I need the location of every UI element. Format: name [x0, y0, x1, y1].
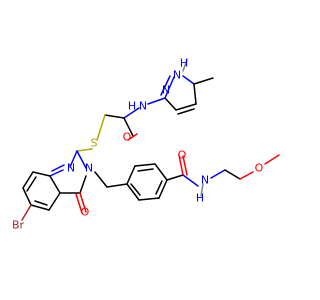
bond: [182, 155, 188, 176]
bond: [127, 133, 138, 141]
bond: [166, 174, 184, 181]
bond: [126, 165, 136, 185]
atom-n-quinazoline-1: N: [67, 162, 75, 175]
bond: [130, 183, 141, 196]
bond: [94, 171, 108, 188]
atom-n-amide-right: N: [201, 174, 209, 187]
bond: [106, 183, 128, 188]
bond: [164, 76, 175, 99]
bond: [123, 107, 140, 119]
atom-n-pyrazole-nh: N: [173, 69, 181, 82]
bond: [178, 154, 184, 176]
atom-n-quinazoline-3: N: [85, 162, 93, 175]
bond: [134, 163, 156, 167]
bonds: [21, 59, 280, 221]
bond: [26, 176, 37, 192]
bond: [137, 168, 154, 172]
bond: [200, 183, 204, 197]
bond: [123, 117, 134, 137]
bond: [104, 114, 125, 119]
bond: [126, 183, 140, 201]
bond: [239, 171, 254, 180]
bond: [30, 204, 50, 211]
bond: [155, 180, 163, 195]
bond: [22, 171, 34, 189]
atom-o-amide-right: O: [178, 149, 187, 162]
atom-s-thioether: S: [91, 137, 98, 150]
bond: [49, 169, 64, 177]
bond: [177, 108, 195, 115]
bond: [193, 83, 197, 105]
bond: [182, 174, 199, 187]
atom-h-pyrazole: H: [180, 57, 188, 70]
atom-o-quinazolinone: O: [81, 206, 90, 219]
bond: [79, 175, 87, 194]
bond: [22, 187, 32, 206]
atom-n-pyrazole: N: [162, 84, 170, 97]
atom-h-amide-right: H: [196, 192, 204, 205]
atom-n-amide-top: N: [139, 100, 147, 113]
bond: [264, 154, 280, 165]
bond: [138, 197, 160, 201]
bond: [21, 204, 32, 221]
bond: [79, 192, 87, 213]
bond: [158, 179, 168, 199]
bond: [160, 75, 171, 96]
bond: [51, 164, 65, 172]
bond: [76, 150, 87, 169]
bond: [193, 77, 214, 85]
bond: [32, 171, 51, 177]
bond: [69, 150, 78, 168]
atom-o-amide-top: O: [123, 131, 132, 144]
bond: [154, 163, 168, 181]
atom-labels: N H N N H O S N N O Br O N H O: [12, 57, 264, 232]
bond: [147, 97, 166, 105]
bond: [182, 75, 195, 85]
bond: [224, 169, 241, 180]
bond: [49, 175, 61, 194]
bond: [76, 148, 93, 152]
bond: [175, 103, 197, 111]
bond: [96, 114, 106, 141]
bond: [75, 193, 83, 214]
bond: [34, 200, 48, 206]
bond: [182, 59, 188, 72]
molecule-structure: N H N N H O S N N O Br O N H O: [12, 57, 280, 232]
atom-h-amide-top: H: [128, 100, 136, 113]
bond: [210, 169, 226, 179]
bond: [164, 97, 177, 111]
atom-bromine: Br: [12, 219, 25, 232]
bond: [48, 192, 61, 211]
atom-o-methoxy: O: [255, 162, 264, 175]
